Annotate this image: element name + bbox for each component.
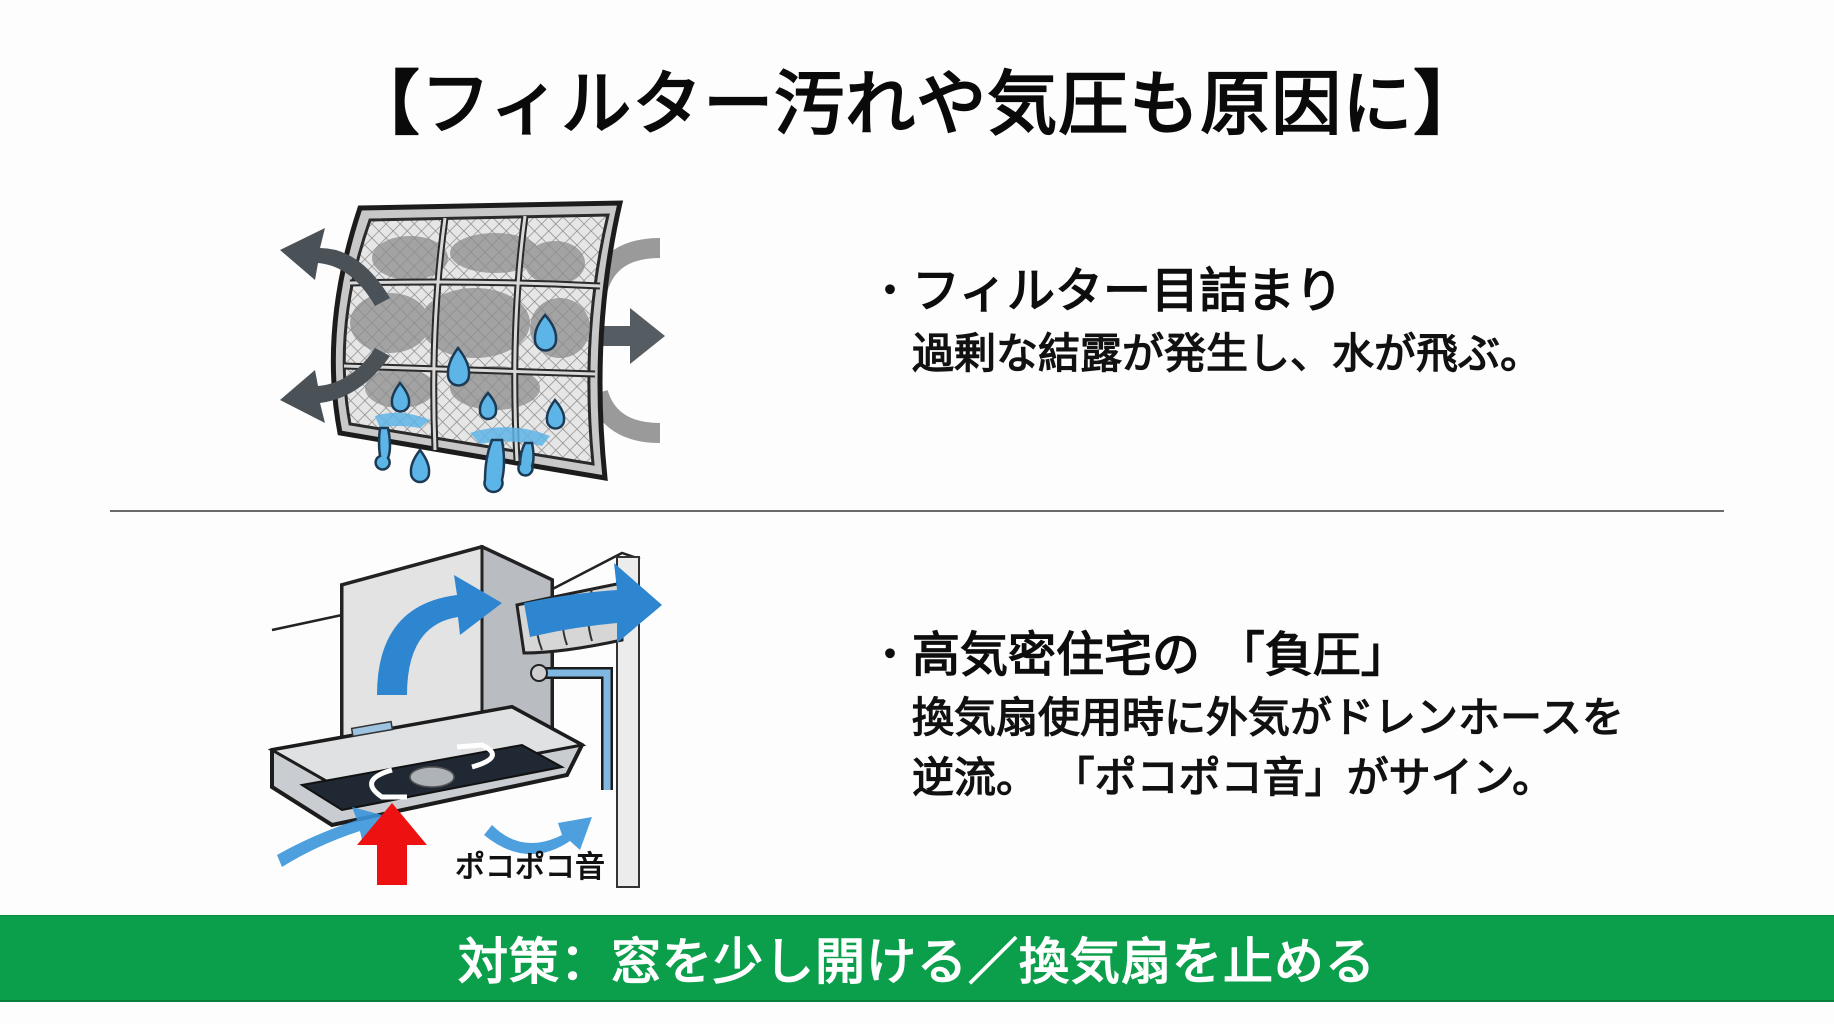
bullet-heading: フィルター目詰まり bbox=[912, 263, 1344, 319]
section-divider bbox=[110, 510, 1724, 512]
bullet-filter-clogging: ・フィルター目詰まり 過剰な結露が発生し、水が飛ぶ。 bbox=[870, 258, 1542, 384]
clogged-filter-illustration bbox=[280, 200, 665, 494]
bullet-body-line: 過剰な結露が発生し、水が飛ぶ。 bbox=[912, 329, 1543, 378]
bullet-dot: ・ bbox=[870, 632, 910, 678]
fan-rotation-icon bbox=[369, 742, 495, 800]
bullet-negative-pressure: ・高気密住宅の 「負圧」 換気扇使用時に外気がドレンホースを 逆流。 「ポコポコ… bbox=[870, 622, 1624, 808]
bullet-heading: 高気密住宅の 「負圧」 bbox=[912, 627, 1409, 683]
countermeasure-banner: 対策：窓を少し開ける／換気扇を止める bbox=[0, 915, 1834, 1002]
range-hood-illustration bbox=[267, 544, 662, 888]
airflow-left-icon bbox=[280, 228, 390, 423]
arrow-right-icon bbox=[585, 308, 665, 364]
intake-flow-icon bbox=[277, 807, 592, 867]
bullet-body-line: 換気扇使用時に外気がドレンホースを bbox=[912, 693, 1624, 742]
exhaust-flow-icon bbox=[377, 563, 662, 695]
bullet-dot: ・ bbox=[870, 268, 910, 314]
page-title: 【フィルター汚れや気圧も原因に】 bbox=[349, 63, 1485, 145]
water-drops-icon bbox=[374, 313, 566, 494]
arrow-up-icon bbox=[357, 803, 427, 885]
bullet-body-line: 逆流。 「ポコポコ音」がサイン。 bbox=[912, 753, 1555, 802]
popping-sound-label: ポコポコ音 bbox=[455, 850, 605, 885]
countermeasure-text: 対策：窓を少し開ける／換気扇を止める bbox=[458, 933, 1376, 991]
